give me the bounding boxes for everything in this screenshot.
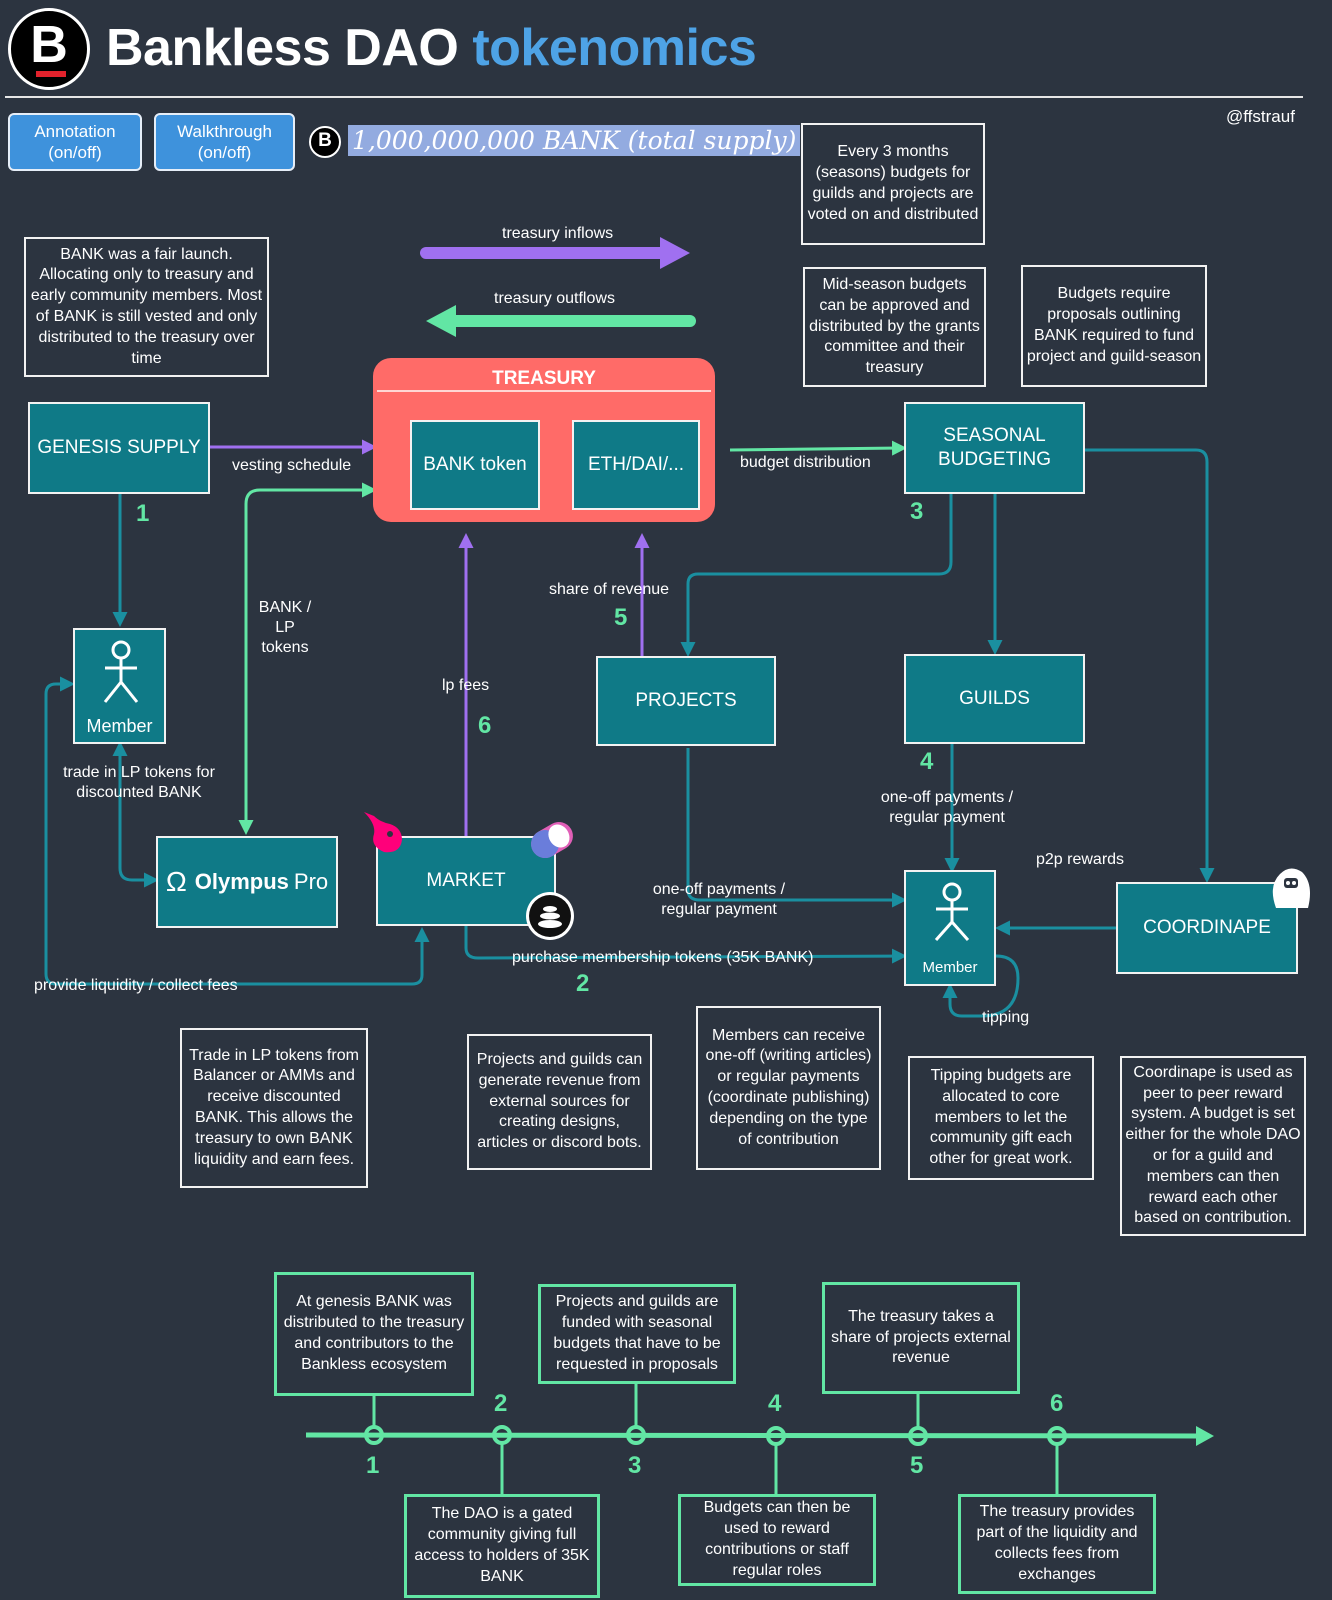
note-mid-season: Mid-season budgets can be approved and d… [803,267,986,387]
page-title: Bankless DAO tokenomics [106,18,757,78]
total-supply-label: 1,000,000,000 BANK (total supply) [348,125,801,156]
note-tipping: Tipping budgets are allocated to core me… [908,1056,1094,1180]
timeline-note-2: The DAO is a gated community giving full… [404,1494,600,1598]
annotation-toggle-button[interactable]: Annotation (on/off) [8,113,142,171]
member-left-node[interactable]: Member [73,628,166,744]
bank-coin-letter: B [318,130,332,151]
olympus-label: Olympus [194,869,289,894]
timeline-note-6: The treasury provides part of the liquid… [958,1494,1156,1594]
edge-label-bank-lp: BANK / LP tokens [258,599,312,656]
edge-label-one-off-guilds: one-off payments / regular payment [880,789,1014,826]
olympus-pro-node[interactable]: Ω Olympus Pro [156,836,338,928]
edge-label-trade-lp: trade in LP tokens for discounted BANK [63,764,215,801]
walkthrough-toggle-button[interactable]: Walkthrough (on/off) [154,113,295,171]
outflows-legend-label: treasury outflows [494,290,615,307]
note-coordinape: Coordinape is used as peer to peer rewar… [1120,1056,1306,1236]
note-budgets-require: Budgets require proposals outlining BANK… [1021,265,1207,387]
timeline-label-3: 3 [628,1452,642,1479]
olympus-pro-label: Pro [293,869,329,894]
timeline-note-3: Projects and guilds are funded with seas… [538,1284,736,1384]
timeline-label-6: 6 [1050,1390,1064,1417]
coordinape-gorilla-icon [1272,868,1310,908]
bank-token-box[interactable]: BANK token [410,420,540,510]
edge-label-purchase: purchase membership tokens (35K BANK) [512,949,814,966]
seasonal-budgeting-node[interactable]: SEASONAL BUDGETING [904,402,1085,494]
timeline-label-1: 1 [366,1452,380,1479]
author-handle: @ffstrauf [1226,107,1295,126]
step-number-1: 1 [136,500,150,527]
logo-letter: B [30,16,68,74]
edge-label-one-off-projects: one-off payments / regular payment [652,881,786,918]
inflow-legend-arrow [420,237,690,269]
treasury-title-divider [377,390,711,392]
edge-label-share-of-revenue: share of revenue [549,581,670,598]
timeline-note-5: The treasury takes a share of projects e… [822,1282,1020,1394]
guilds-node[interactable]: GUILDS [904,654,1085,744]
genesis-supply-node[interactable]: GENESIS SUPPLY [28,402,210,494]
step-number-6: 6 [478,712,492,739]
logo-red-bar [36,71,66,77]
timeline-axis [305,1382,1214,1496]
timeline-label-2: 2 [494,1390,508,1417]
member-right-node[interactable]: Member [904,870,996,986]
edge-label-lp-fees: lp fees [442,677,490,694]
edge-label-vesting: vesting schedule [232,457,352,474]
step-number-5: 5 [614,604,628,631]
timeline-note-1: At genesis BANK was distributed to the t… [274,1272,474,1396]
note-every-3-months: Every 3 months (seasons) budgets for gui… [801,123,985,245]
bank-coin-icon: B [309,126,341,158]
edge-label-p2p: p2p rewards [1036,851,1125,868]
outflow-legend-arrow [426,305,696,337]
note-trade-lp: Trade in LP tokens from Balancer or AMMs… [180,1028,368,1188]
market-node[interactable]: MARKET [376,836,556,926]
member-right-label: Member [922,959,978,976]
uniswap-unicorn-icon [364,812,402,853]
person-icon [934,882,970,941]
header-divider [5,96,1303,98]
note-revenue: Projects and guilds can generate revenue… [467,1034,652,1170]
note-fair-launch: BANK was a fair launch. Allocating only … [24,237,269,377]
balancer-icon [526,892,574,940]
treasury-title: TREASURY [492,368,596,389]
member-left-label: Member [86,716,153,736]
eth-dai-box[interactable]: ETH/DAI/... [572,420,700,510]
edge-label-budget-distribution: budget distribution [740,454,871,471]
timeline-note-4: Budgets can then be used to reward contr… [678,1494,876,1586]
edge-label-provide-liquidity: provide liquidity / collect fees [34,977,238,994]
person-icon [103,640,139,703]
step-number-2: 2 [576,970,590,997]
edge-label-tipping: tipping [982,1009,1030,1026]
projects-node[interactable]: PROJECTS [596,656,776,746]
step-number-3: 3 [910,498,924,525]
timeline-label-4: 4 [768,1390,782,1417]
title-highlight: tokenomics [472,19,757,77]
inflows-legend-label: treasury inflows [502,225,614,242]
step-number-4: 4 [920,748,934,775]
sushiswap-icon [531,822,573,858]
bankless-logo: B [8,8,90,90]
coordinape-node[interactable]: COORDINAPE [1116,882,1298,974]
title-main: Bankless DAO [106,19,459,77]
omega-icon: Ω [165,866,187,897]
timeline-label-5: 5 [910,1452,924,1479]
note-members-receive: Members can receive one-off (writing art… [696,1006,881,1170]
